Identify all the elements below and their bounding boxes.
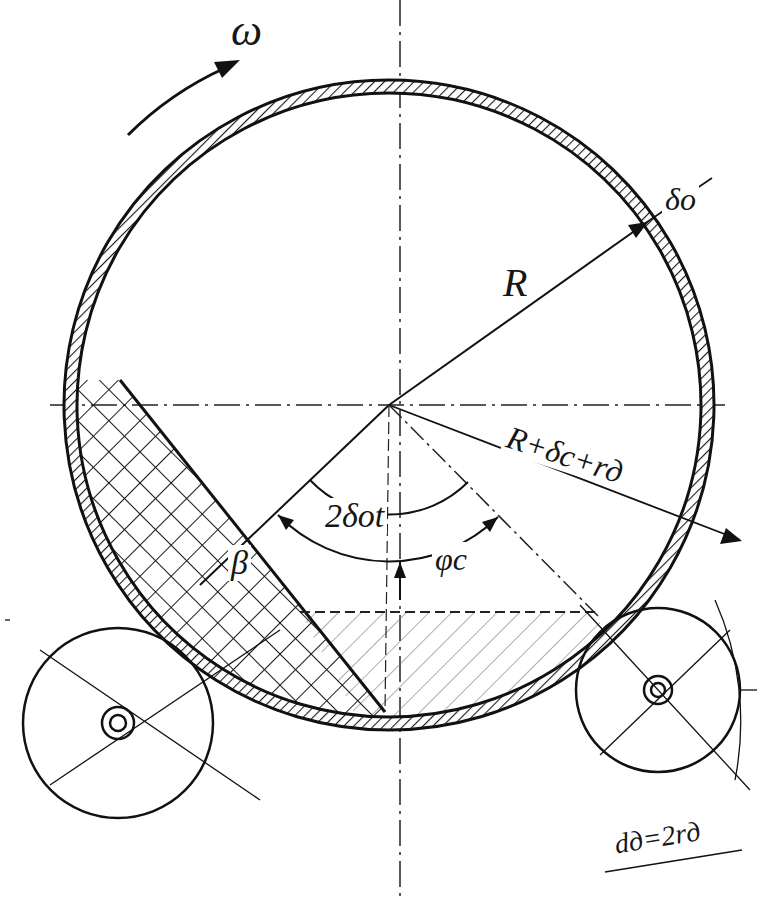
- static-surface: [300, 611, 595, 613]
- bed-surface: [120, 380, 385, 712]
- radius-line: [389, 405, 740, 540]
- angle-label: β: [228, 545, 251, 581]
- rotation-symbol: ω: [228, 8, 265, 54]
- angle-label: φc: [432, 542, 470, 576]
- radius-line: [389, 220, 650, 405]
- dimension-label: R: [500, 262, 530, 304]
- dimension-label: δo: [662, 182, 699, 216]
- support-roller: [5, 605, 757, 818]
- dimension-label: dд=2rд: [610, 816, 706, 860]
- drum-shell: [64, 80, 714, 730]
- angle-label: 2δot: [322, 498, 387, 534]
- rotation-arrow: [128, 68, 225, 135]
- material-bed: [40, 380, 385, 760]
- vertical-axis: [399, 0, 401, 900]
- dimension-label: R+δc+rд: [500, 419, 631, 490]
